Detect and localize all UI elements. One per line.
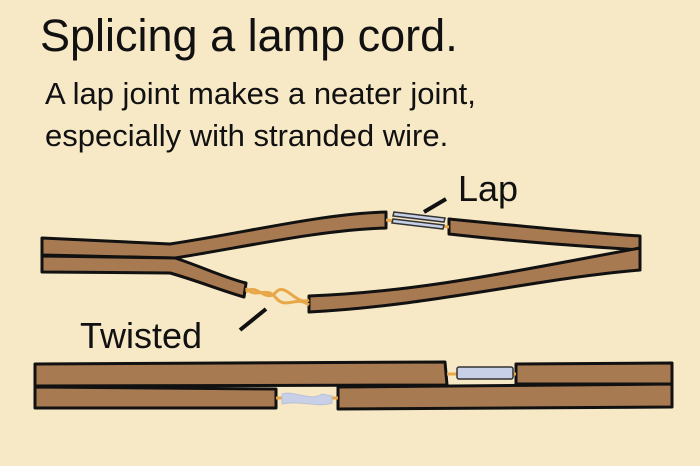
subtitle-line-1: A lap joint makes a neater joint, bbox=[45, 76, 476, 111]
twisted-pointer-line bbox=[238, 307, 268, 332]
lap-splice-upper-connector bbox=[392, 211, 446, 223]
lower-cord-top-strand-left bbox=[33, 360, 449, 388]
lap-splice-lower-connector bbox=[456, 366, 514, 380]
upper-cord-top-strand-left bbox=[40, 210, 388, 260]
subtitle-line-2: especially with stranded wire. bbox=[45, 118, 449, 153]
soldered-twist-lower bbox=[281, 392, 333, 406]
upper-cord-bottom-strand-right bbox=[307, 246, 642, 314]
upper-cord-bottom-strand-left bbox=[40, 254, 248, 299]
diagram-title: Splicing a lamp cord. bbox=[40, 10, 458, 61]
lower-cord-bottom-strand-right bbox=[336, 382, 674, 411]
twisted-label: Twisted bbox=[80, 315, 203, 356]
lower-cord-top-strand-right bbox=[514, 361, 674, 386]
twisted-wire bbox=[244, 286, 310, 307]
upper-cord-top-strand-right bbox=[447, 217, 642, 252]
lower-cord-bottom-strand-left bbox=[33, 385, 278, 410]
lap-label: Lap bbox=[458, 168, 519, 209]
lap-pointer-line bbox=[422, 197, 448, 214]
